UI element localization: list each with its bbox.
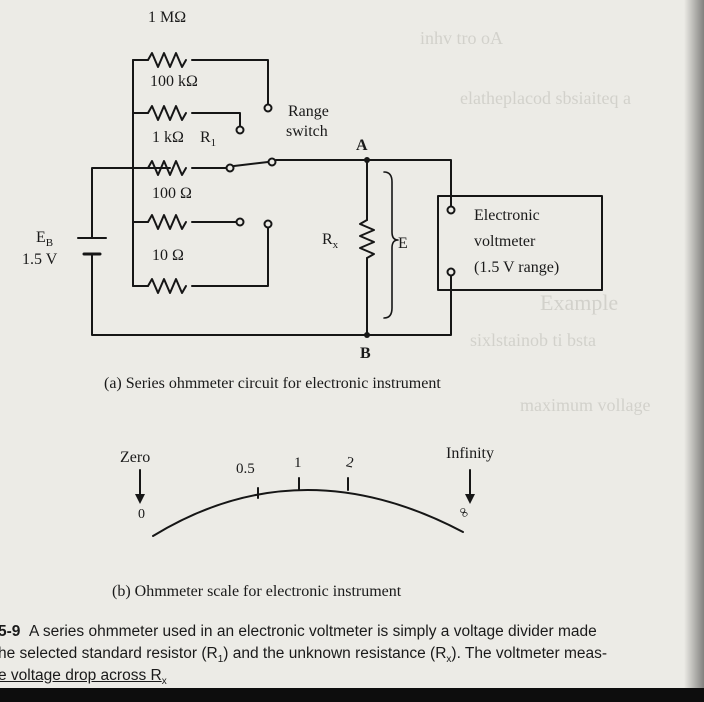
ohmmeter-scale-arc xyxy=(152,489,464,537)
label-r1: R1 xyxy=(200,129,217,150)
scale-zero-mark: 0 xyxy=(138,507,145,522)
label-infinity: Infinity xyxy=(446,445,494,462)
label-range-switch-2: switch xyxy=(286,123,328,140)
figure-caption-line-1: 5-9 A series ohmmeter used in an electro… xyxy=(0,623,597,640)
page-edge-shadow xyxy=(684,0,704,688)
label-100k: 100 kΩ xyxy=(150,73,198,90)
caption-a: (a) Series ohmmeter circuit for electron… xyxy=(104,375,441,392)
label-battery: EB xyxy=(36,229,54,250)
wire-left-bottom xyxy=(91,261,368,336)
label-10: 10 Ω xyxy=(152,247,184,264)
label-battery-value: 1.5 V xyxy=(22,251,58,268)
node-a-dot xyxy=(364,157,370,163)
resistor-10 xyxy=(147,278,187,294)
voltmeter-line-3: (1.5 V range) xyxy=(474,259,560,276)
label-range-switch-1: Range xyxy=(288,103,329,120)
node-b-dot xyxy=(364,332,370,338)
label-node-a: A xyxy=(356,137,368,154)
resistor-100k xyxy=(147,105,187,121)
label-100: 100 Ω xyxy=(152,185,192,202)
resistor-1meg xyxy=(147,52,187,68)
resistor-rx xyxy=(359,219,375,259)
resistor-1k xyxy=(147,160,187,176)
label-rx: Rx xyxy=(322,231,339,252)
label-1meg: 1 MΩ xyxy=(148,9,187,26)
scale-tick-1: 1 xyxy=(294,455,302,471)
resistor-100 xyxy=(147,214,187,230)
brace-e xyxy=(383,171,399,319)
label-e: E xyxy=(398,235,408,252)
voltmeter-line-1: Electronic xyxy=(474,207,540,224)
label-zero: Zero xyxy=(120,449,151,466)
bottom-dark-edge xyxy=(0,688,704,702)
caption-b: (b) Ohmmeter scale for electronic instru… xyxy=(112,583,402,600)
figure-caption-line-3: e voltage drop across Rx xyxy=(0,667,167,688)
label-node-b: B xyxy=(360,345,371,362)
electronic-voltmeter-box xyxy=(437,195,603,291)
scale-tick-0-5: 0.5 xyxy=(236,461,255,477)
voltmeter-line-2: voltmeter xyxy=(474,233,536,250)
label-1k: 1 kΩ xyxy=(152,129,184,146)
figure-caption-line-2: he selected standard resistor (R1) and t… xyxy=(0,645,608,666)
